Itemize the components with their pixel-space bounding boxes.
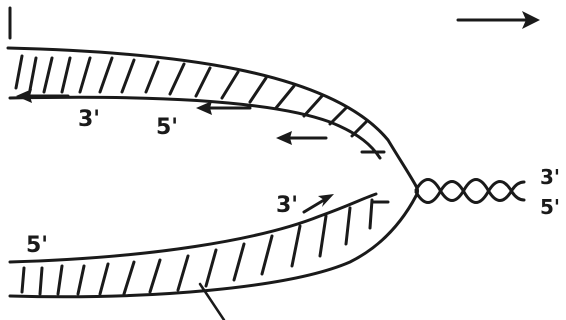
lower-parental-strand — [10, 194, 416, 297]
upper-right-arrow-icon — [276, 131, 326, 145]
upper-left-arrow-icon — [16, 89, 68, 103]
upper-left-5prime-label: 5' — [156, 115, 178, 140]
upper-left-3prime-label: 3' — [78, 107, 100, 132]
lower-left-5prime-label: 5' — [26, 233, 48, 258]
lower-strand-arrow-icon — [304, 194, 334, 212]
direction-arrow-icon — [458, 11, 540, 29]
lower-3prime-label: 3' — [276, 193, 298, 218]
upper-parental-strand — [8, 48, 416, 186]
double-helix — [416, 180, 524, 203]
right-3prime-label: 3' — [540, 165, 560, 189]
right-5prime-label: 5' — [540, 195, 560, 219]
